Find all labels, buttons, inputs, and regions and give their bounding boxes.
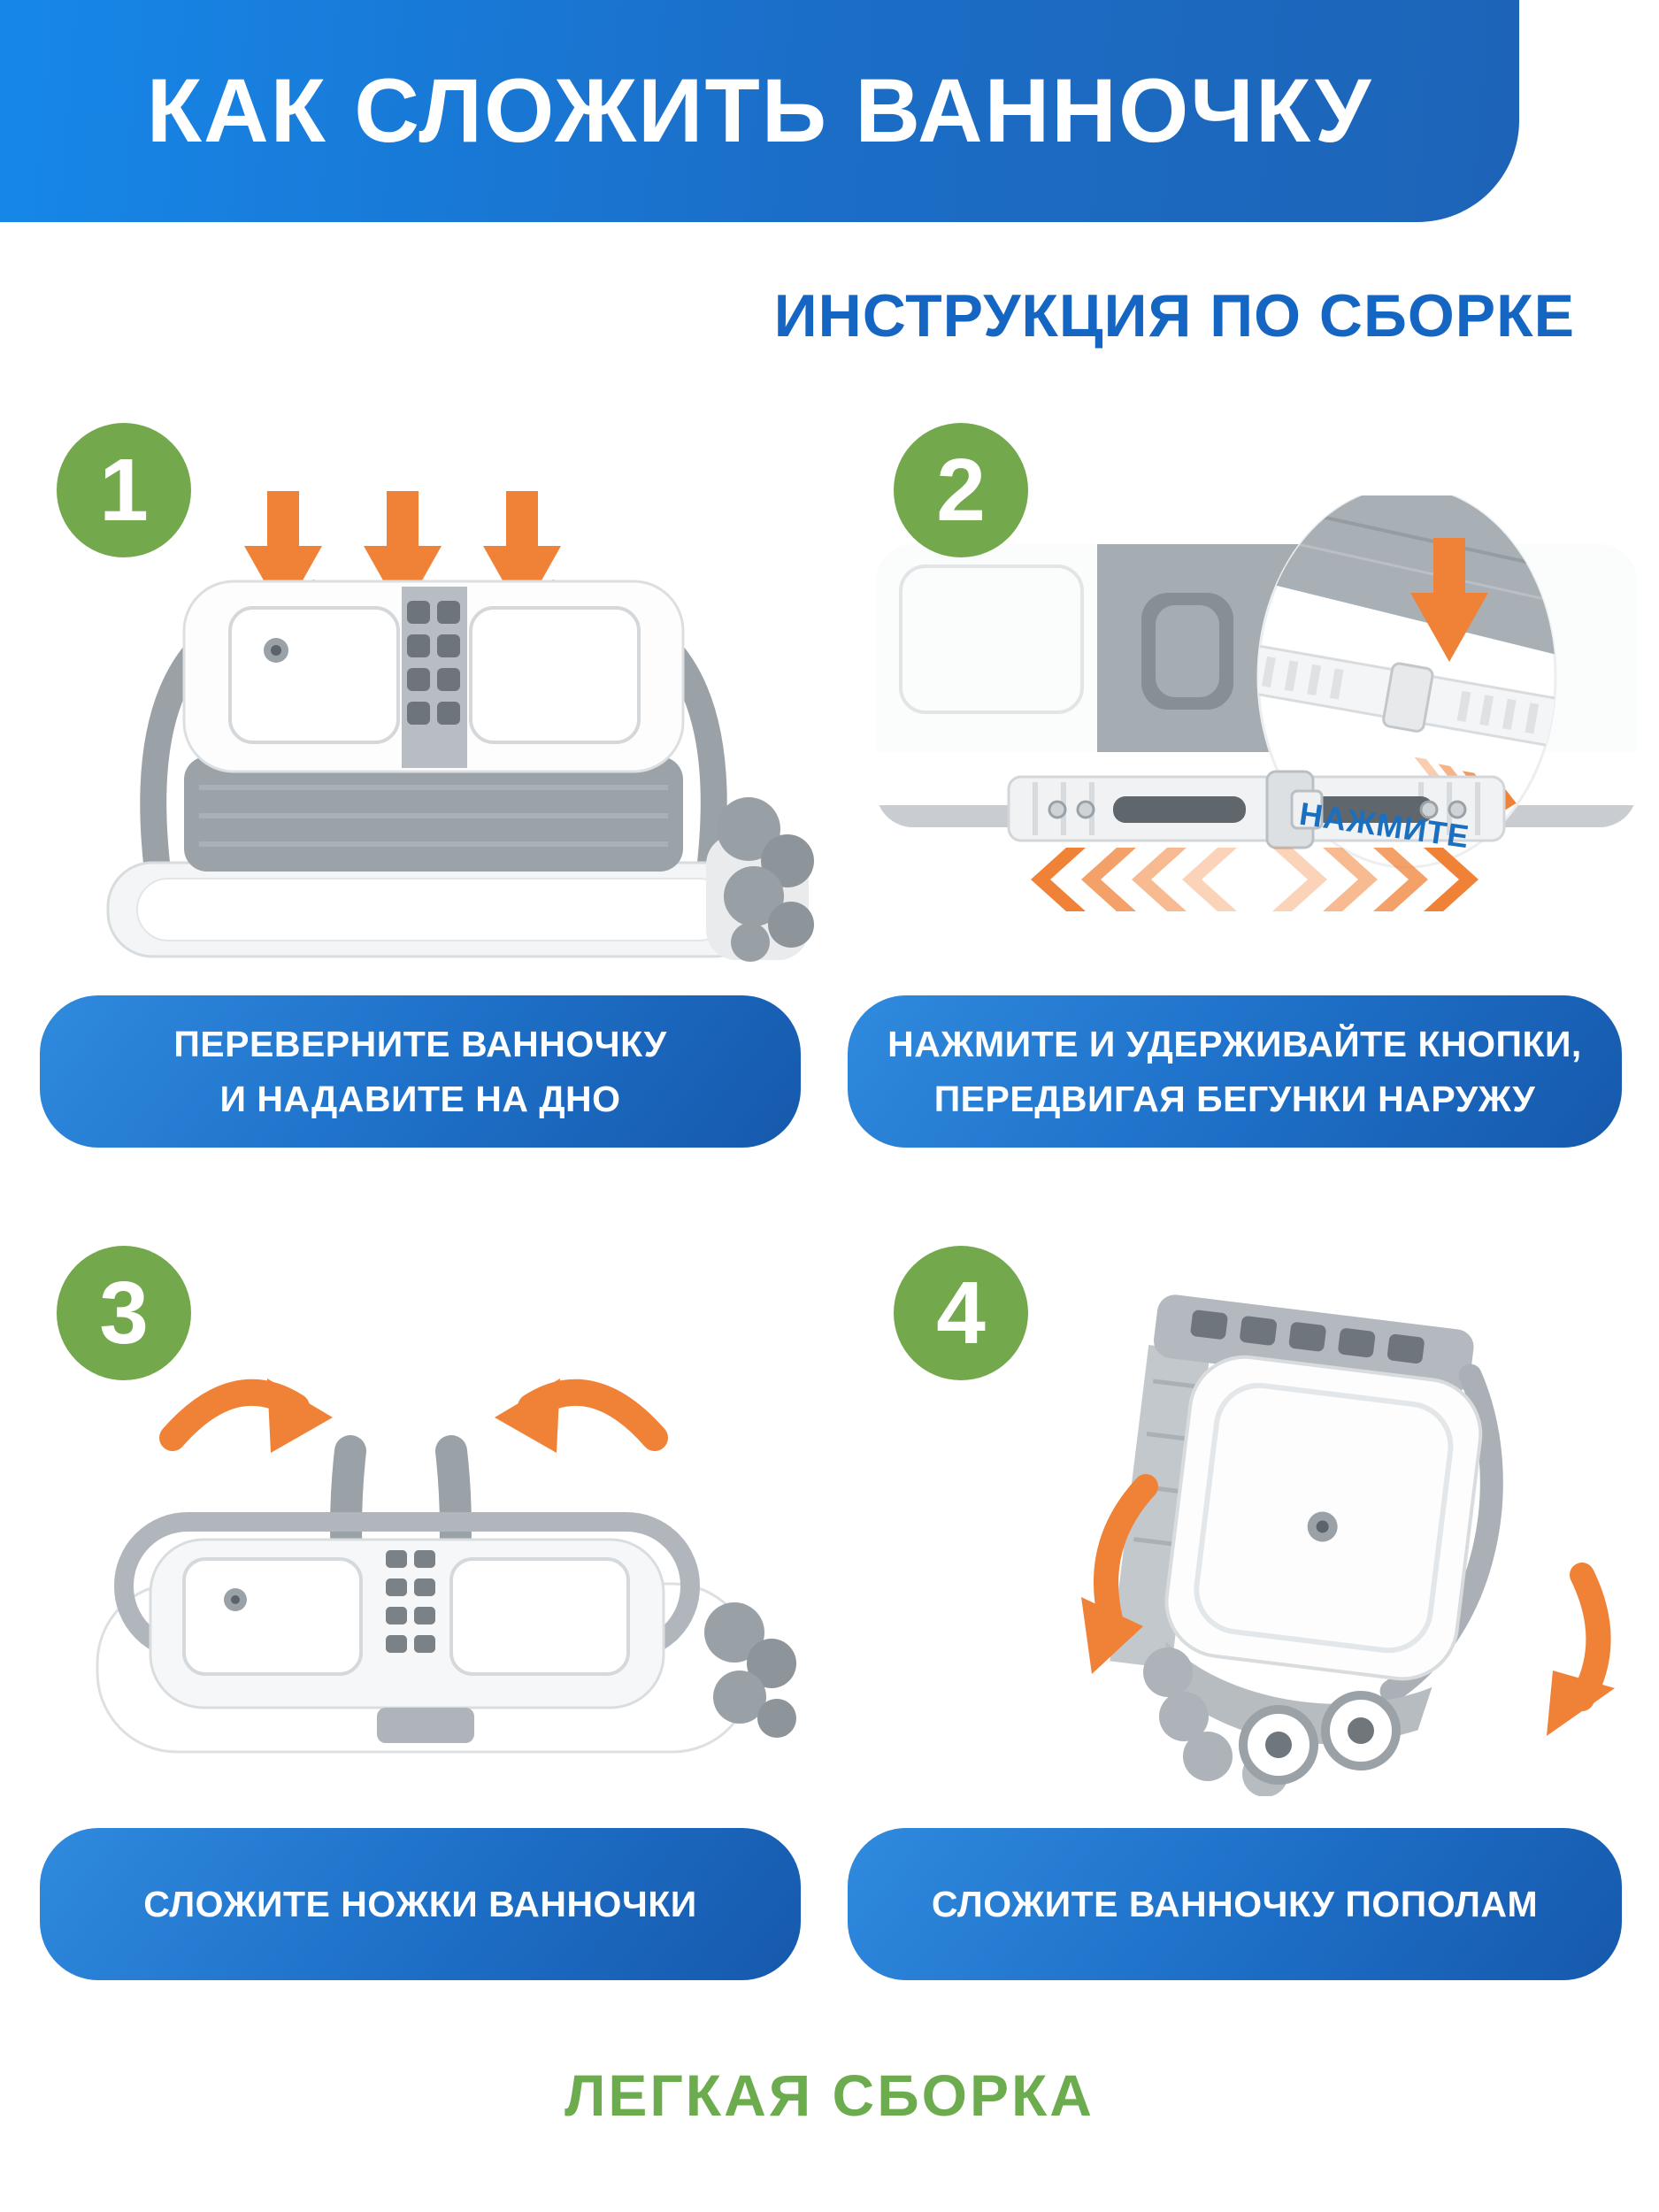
step-4-caption: СЛОЖИТЕ ВАННОЧКУ ПОПОЛАМ [848,1828,1622,1980]
tub-body [106,580,761,958]
tub-folded-flat-art [96,1379,796,1754]
step-1-number: 1 [99,440,149,540]
caption-line: СЛОЖИТЕ ВАННОЧКУ ПОПОЛАМ [931,1884,1539,1924]
step-1-badge: 1 [57,423,191,557]
step-2-illustration: НАЖМИТЕ [876,495,1646,956]
inset-rail [1258,645,1555,749]
step-3-caption: СЛОЖИТЕ НОЖКИ ВАННОЧКИ [40,1828,801,1980]
step-2-number: 2 [936,440,986,540]
step-2-badge: 2 [894,423,1028,557]
caption-line: ПЕРЕДВИГАЯ БЕГУНКИ НАРУЖУ [933,1079,1536,1119]
subtitle: ИНСТРУКЦИЯ ПО СБОРКЕ [773,282,1575,349]
fold-curved-arrow-right-icon [495,1379,668,1453]
magnifier-inset [1256,495,1557,869]
header-banner: КАК СЛОЖИТЬ ВАННОЧКУ [0,0,1519,222]
drain-slots [386,1550,435,1653]
fold-curved-arrow-left-icon [159,1379,333,1453]
fold-curved-arrow-right-icon [1547,1563,1615,1736]
step-3-illustration [35,1230,814,1796]
step-1-illustration [53,482,814,978]
flat-tub [96,1435,754,1754]
footer-label: ЛЕГКАЯ СБОРКА [565,2062,1094,2128]
step-1-caption: ПЕРЕВЕРНИТЕ ВАННОЧКУ И НАДАВИТЕ НА ДНО [40,995,801,1148]
footer-slogan: ЛЕГКАЯ СБОРКА [0,2062,1659,2129]
tub-bottom-art [876,495,1637,911]
folded-legs [704,1602,796,1738]
step-4-badge: 4 [894,1246,1028,1380]
caption-line: СЛОЖИТЕ НОЖКИ ВАННОЧКИ [143,1884,697,1924]
standing-folded-tub [1110,1294,1503,1745]
drain-slots [407,601,460,725]
step-3-badge: 3 [57,1246,191,1380]
caption-line: НАЖМИТЕ И УДЕРЖИВАЙТЕ КНОПКИ, [887,1024,1582,1064]
step-4-number: 4 [936,1263,986,1363]
slide-left-chevrons-icon [1031,848,1237,911]
slider-rail [1007,770,1506,849]
step-2-caption: НАЖМИТЕ И УДЕРЖИВАЙТЕ КНОПКИ, ПЕРЕДВИГАЯ… [848,995,1622,1148]
tub-folded-half-art [1081,1294,1615,1796]
caption-line: И НАДАВИТЕ НА ДНО [219,1079,621,1119]
step-3-number: 3 [99,1263,149,1363]
caption-line: ПЕРЕВЕРНИТЕ ВАННОЧКУ [173,1024,667,1064]
scalloped-feet [1143,1647,1401,1796]
fold-curved-arrow-left-icon [1081,1474,1158,1674]
page-title: КАК СЛОЖИТЬ ВАННОЧКУ [146,60,1373,161]
step-4-illustration [876,1230,1646,1796]
folded-legs [706,797,814,962]
tub-upside-down-art [106,491,814,962]
